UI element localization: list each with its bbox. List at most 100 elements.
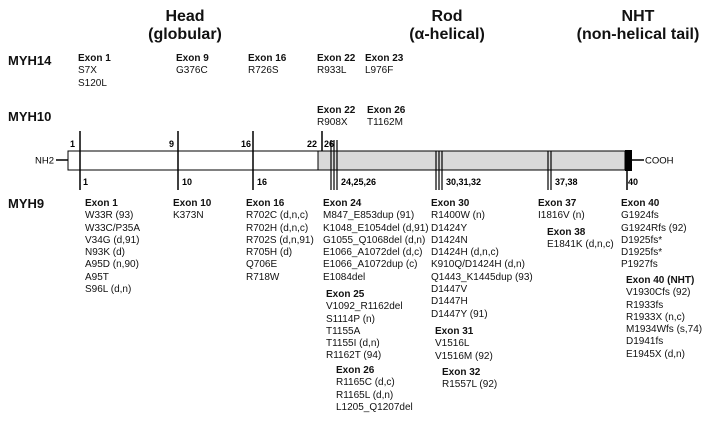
mutation-item: R726S [248,65,279,77]
rod-title-line2: (α-helical) [409,26,485,43]
mutation-item: R1165L (d,n) [336,389,394,401]
myh9-exon-group: Exon 10 K373N [173,198,211,223]
mutation-item: Q1443_K1445dup (93) [431,271,533,283]
exon-title: Exon 32 [442,367,481,378]
myh9-exon-group: Exon 1 W33R (93) W33C/P35A V34G (d,91) N… [85,198,140,296]
myh9-exon-group: Exon 40 G1924fs G1924Rfs (92) D1925fs* D… [621,198,687,272]
mutation-item: E1945X (d,n) [626,348,685,360]
mutation-item: D1447H [431,296,468,308]
exon-title: Exon 25 [326,289,365,300]
head-title-line1: Head [165,8,205,25]
mutation-item: V1930Cfs (92) [626,287,691,299]
exon-title: Exon 22 [317,53,356,64]
exon-title: Exon 1 [85,198,118,209]
exon-num-bottom-10: 10 [182,177,192,187]
mutation-item: R1165C (d,c) [336,377,395,389]
exon-title: Exon 26 [367,105,406,116]
exon-num-top-26: 26 [324,139,334,149]
mutation-item: R1400W (n) [431,210,485,222]
exon-title: Exon 23 [365,53,404,64]
mutation-item: P1927fs [621,259,658,271]
myh9-exon-group: Exon 16 R702C (d,n,c) R702H (d,n,c) R702… [246,198,314,284]
myh9-exon-group: Exon 25 V1092_R1162del S1114P (n) T1155A… [326,289,403,363]
myh9-exon-group: Exon 24 M847_E853dup (91) K1048_E1054del… [323,198,429,284]
mutation-item: E1066_A1072dup (c) [323,259,418,271]
rod-title-line1: Rod [431,8,463,25]
mutation-item: W33C/P35A [85,222,141,234]
mutation-item: K1048_E1054del (d,91) [323,222,429,234]
mutation-item: V1516M (92) [435,350,493,362]
exon-num-top-1: 1 [70,139,75,149]
nht-title-line1: NHT [621,8,655,25]
mutation-item: V1092_R1162del [326,301,403,313]
myh14-exon-group: Exon 16 R726S [248,53,286,78]
mutation-item: R908X [317,117,348,129]
myh10-exon-group: Exon 26 T1162M [367,105,405,130]
myh9-exon-group: Exon 26 R1165C (d,c) R1165L (d,n) L1205_… [336,365,413,414]
mutation-item: R933L [317,65,347,77]
mutation-item: M847_E853dup (91) [323,210,415,222]
mutation-item: V1516L [435,338,470,350]
head-domain-title: Head (globular) [130,8,240,44]
mutation-item: A95T [85,271,109,283]
mutation-item: T1155A [326,325,361,337]
exon-num-bottom-30-32: 30,31,32 [446,177,481,187]
exon-title: Exon 30 [431,198,470,209]
myh9-exon-group: Exon 31 V1516L V1516M (92) [435,326,493,363]
mutation-item: R702S (d,n,91) [246,234,314,246]
mutation-item: R1933X (n,c) [626,311,685,323]
exon-title: Exon 16 [248,53,287,64]
mutation-item: R1162T (94) [326,350,382,362]
mutation-item: G1055_Q1068del (d,n) [323,234,426,246]
exon-title: Exon 16 [246,198,285,209]
mutation-item: S96L (d,n) [85,284,132,296]
mutation-item: D1447V [431,284,468,296]
mutation-item: G1924fs [621,210,659,222]
mutation-item: D1447Y (91) [431,308,488,320]
rod-domain-bar [317,150,626,171]
mutation-item: D1424H (d,n,c) [431,247,499,259]
myh14-exon-group: Exon 23 L976F [365,53,403,78]
exon-title: Exon 24 [323,198,362,209]
mutation-item: R1933fs [626,299,664,311]
exon-title: Exon 10 [173,198,212,209]
mutation-item: E1084del [323,271,366,283]
exon-title: Exon 38 [547,227,586,238]
mutation-item: W33R (93) [85,210,134,222]
mutation-item: K910Q/D1424H (d,n) [431,259,525,271]
rod-domain-title: Rod (α-helical) [392,8,502,44]
nht-title-line2: (non-helical tail) [576,26,700,43]
mutation-item: L1205_Q1207del [336,401,413,413]
mutation-item: D1941fs [626,336,664,348]
c-terminal-label: COOH [645,156,674,167]
exon-num-top-16: 16 [241,139,251,149]
exon-num-bottom-1: 1 [83,177,88,187]
mutation-item: D1925fs* [621,247,663,259]
tail-domain-bar [625,150,632,171]
mutation-item: D1424N [431,234,468,246]
myh9-exon-group: Exon 40 (NHT) V1930Cfs (92) R1933fs R193… [626,275,702,361]
exon-title: Exon 26 [336,365,375,376]
mutation-item: Q706E [246,259,278,271]
mutation-item: R702H (d,n,c) [246,222,309,234]
mutation-item: V34G (d,91) [85,234,140,246]
mutation-item: R718W [246,271,280,283]
mutation-item: S120L [78,77,107,89]
mutation-item: R1557L (92) [442,379,498,391]
exon-title: Exon 22 [317,105,356,116]
mutation-item: E1066_A1072del (d,c) [323,247,423,259]
mutation-item: N93K (d) [85,247,126,259]
myh9-exon-group: Exon 37 I1816V (n) [538,198,585,223]
mutation-item: K373N [173,210,204,222]
mutation-item: I1816V (n) [538,210,585,222]
exon-num-bottom-40: 40 [628,177,638,187]
myh9-exon-group: Exon 32 R1557L (92) [442,367,497,392]
exon-title: Exon 40 [621,198,660,209]
exon-num-bottom-24-26: 24,25,26 [341,177,376,187]
gene-label-myh10: MYH10 [8,109,52,124]
nht-domain-title: NHT (non-helical tail) [562,8,714,44]
gene-label-myh9: MYH9 [8,196,45,211]
mutation-item: G1924Rfs (92) [621,222,687,234]
head-title-line2: (globular) [148,26,222,43]
